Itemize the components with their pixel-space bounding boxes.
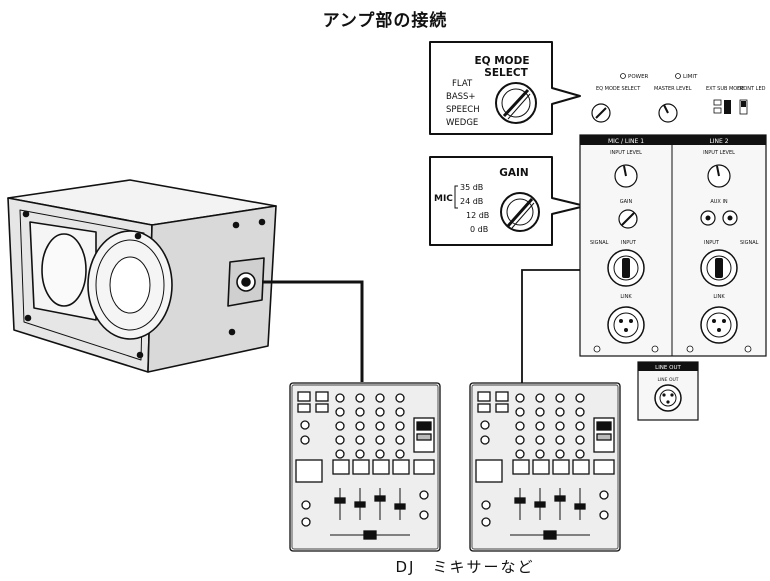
ch2-link-xlr (700, 306, 738, 344)
mixer-caption: DJ ミキサーなど (395, 558, 535, 576)
eq-heading-line1: EQ MODE (474, 55, 529, 67)
gain-level-24: 24 dB (460, 197, 483, 206)
ch1-input-level-knob (614, 164, 638, 188)
amplifier-panel: POWER LIMIT EQ MODE SELECT MASTER LEVEL … (579, 73, 767, 421)
eq-mode-select-callout: EQ MODE SELECT FLAT BASS+ SPEECH WEDGE (429, 41, 581, 135)
eq-option-bass: BASS+ (446, 92, 476, 102)
dj-mixer-2 (469, 382, 621, 552)
eq-option-wedge: WEDGE (446, 118, 478, 128)
ch1-combo-input-jack (607, 249, 645, 287)
ch1-gain-label: GAIN (620, 199, 633, 205)
eq-option-speech: SPEECH (446, 105, 480, 115)
aux-in-jacks (700, 210, 738, 226)
front-led-label: FRONT LED (737, 86, 766, 92)
channel1-title: MIC / LINE 1 (608, 138, 644, 145)
ext-sub-mode-label: EXT SUB MODE (706, 86, 744, 92)
line-out-label: LINE OUT (657, 377, 678, 383)
ch2-input-level-label: INPUT LEVEL (703, 150, 735, 156)
ch1-gain-knob (618, 209, 638, 229)
ch1-link-xlr (607, 306, 645, 344)
front-led-switch (739, 99, 748, 115)
limit-label: LIMIT (683, 74, 698, 80)
ch1-input-level-label: INPUT LEVEL (610, 150, 642, 156)
ch2-link-label: LINK (713, 294, 725, 300)
diagram-title: アンプ部の接続 (322, 11, 448, 31)
panel-eq-mode-label: EQ MODE SELECT (596, 86, 641, 92)
ch2-input-level-knob (707, 164, 731, 188)
eq-rotary-knob (495, 82, 537, 124)
ch2-signal-label: SIGNAL (740, 240, 759, 246)
ch2-input-label: INPUT (704, 240, 720, 246)
panel-eq-knob (591, 103, 611, 123)
master-level-knob (658, 103, 678, 123)
cable-speaker-to-mixer (262, 280, 364, 382)
eq-heading-line2: SELECT (484, 67, 528, 79)
gain-mic-label: MIC (434, 194, 453, 204)
gain-heading: GAIN (499, 167, 528, 179)
gain-rotary-knob (500, 192, 540, 232)
ch1-input-label: INPUT (621, 240, 637, 246)
ch1-signal-label: SIGNAL (590, 240, 609, 246)
master-level-label: MASTER LEVEL (654, 86, 692, 92)
eq-option-flat: FLAT (452, 79, 473, 89)
speaker-illustration (7, 179, 277, 373)
line-out-header: LINE OUT (655, 365, 681, 371)
ch1-link-label: LINK (620, 294, 632, 300)
gain-callout: GAIN MIC 35 dB 24 dB 12 dB 0 dB (429, 156, 586, 246)
ext-sub-switch (713, 99, 731, 114)
gain-level-0: 0 dB (470, 225, 488, 234)
dj-mixer-1 (289, 382, 441, 552)
gain-level-35: 35 dB (460, 183, 483, 192)
ch2-combo-input-jack (700, 249, 738, 287)
aux-in-label: AUX IN (710, 199, 728, 205)
line-out-xlr (654, 384, 682, 412)
gain-level-12: 12 dB (466, 211, 489, 220)
channel2-title: LINE 2 (709, 138, 728, 145)
power-label: POWER (628, 74, 649, 80)
cable-mixer-to-amp-input (521, 269, 595, 384)
